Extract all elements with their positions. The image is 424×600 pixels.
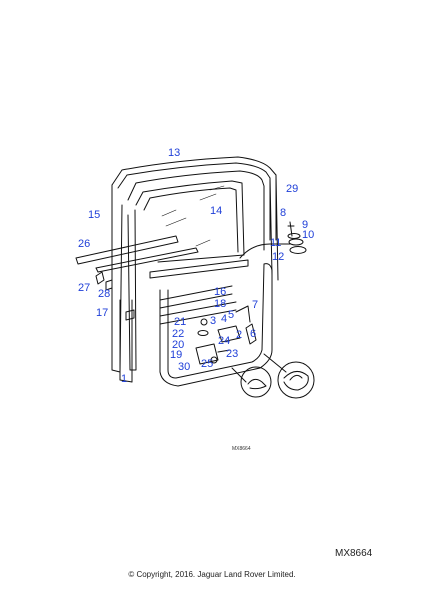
label-23[interactable]: 23 [226, 348, 238, 360]
door-frame-inner-line [117, 162, 271, 241]
seal-profile-large [283, 371, 309, 391]
glass-frame-inner [143, 187, 239, 253]
seal-profile-large-inner [289, 374, 303, 381]
label-22[interactable]: 22 [172, 328, 184, 340]
mid-rail [149, 259, 249, 279]
label-12[interactable]: 12 [272, 251, 284, 263]
seal-profile-small [247, 378, 267, 390]
plate-12 [289, 246, 307, 254]
washer-10 [288, 238, 304, 246]
label-9[interactable]: 9 [302, 219, 308, 231]
copyright-notice: © Copyright, 2016. Jaguar Land Rover Lim… [128, 570, 296, 579]
rear-pillar [269, 174, 279, 281]
check-arm-5 [235, 305, 251, 323]
label-8[interactable]: 8 [280, 207, 286, 219]
hinge-bracket [217, 325, 241, 343]
label-19[interactable]: 19 [170, 349, 182, 361]
front-pillar-lower [119, 299, 133, 383]
seal-section-detail-small [240, 366, 272, 398]
label-7[interactable]: 7 [252, 299, 258, 311]
label-18[interactable]: 18 [214, 298, 226, 310]
clip-17 [125, 309, 135, 321]
glass-shading [161, 185, 225, 247]
glass-frame [135, 180, 245, 263]
callout-leader-left [231, 367, 247, 383]
label-26[interactable]: 26 [78, 238, 90, 250]
belt-moulding-lower [95, 247, 199, 273]
door-seal-upper [127, 170, 265, 251]
belt-moulding [75, 235, 179, 265]
label-13[interactable]: 13 [168, 147, 180, 159]
washer-22 [197, 330, 209, 336]
bolt-21 [200, 318, 208, 326]
label-11[interactable]: 11 [270, 237, 281, 249]
label-21[interactable]: 21 [174, 316, 186, 328]
label-16[interactable]: 16 [214, 286, 226, 298]
lock-mechanism [195, 343, 219, 365]
label-14[interactable]: 14 [210, 205, 222, 217]
seal-section-detail-large [277, 361, 315, 399]
diagram-reference-code: MX8664 [335, 548, 373, 559]
label-30[interactable]: 30 [178, 361, 190, 373]
label-10[interactable]: 10 [302, 229, 314, 241]
label-2[interactable]: 2 [236, 329, 242, 341]
label-28[interactable]: 28 [98, 288, 110, 300]
bolt-8 [287, 221, 295, 237]
label-20[interactable]: 20 [172, 339, 184, 351]
label-15[interactable]: 15 [88, 209, 100, 221]
nut-25 [210, 356, 218, 364]
clip-27 [95, 271, 105, 285]
label-6[interactable]: 6 [250, 328, 256, 340]
lower-window-channel [159, 285, 237, 325]
callout-leader-right [263, 353, 287, 373]
washer-9 [287, 233, 301, 239]
inner-ref-code: MX8664 [232, 446, 251, 452]
label-25[interactable]: 25 [201, 358, 213, 370]
label-27[interactable]: 27 [78, 282, 90, 294]
door-frame-outline [111, 156, 277, 241]
label-29[interactable]: 29 [286, 183, 298, 195]
label-17[interactable]: 17 [96, 307, 108, 319]
screw-23 [217, 349, 231, 353]
clip-28 [105, 279, 113, 291]
label-5[interactable]: 5 [228, 309, 234, 321]
label-3[interactable]: 3 [210, 315, 216, 327]
lower-door-seal [159, 263, 273, 387]
label-4[interactable]: 4 [221, 313, 227, 325]
guide-cable [239, 243, 291, 259]
label-1[interactable]: 1 [121, 373, 127, 385]
striker-6 [245, 323, 257, 345]
label-24[interactable]: 24 [218, 335, 230, 347]
front-channel [127, 209, 137, 371]
front-pillar [111, 184, 123, 373]
